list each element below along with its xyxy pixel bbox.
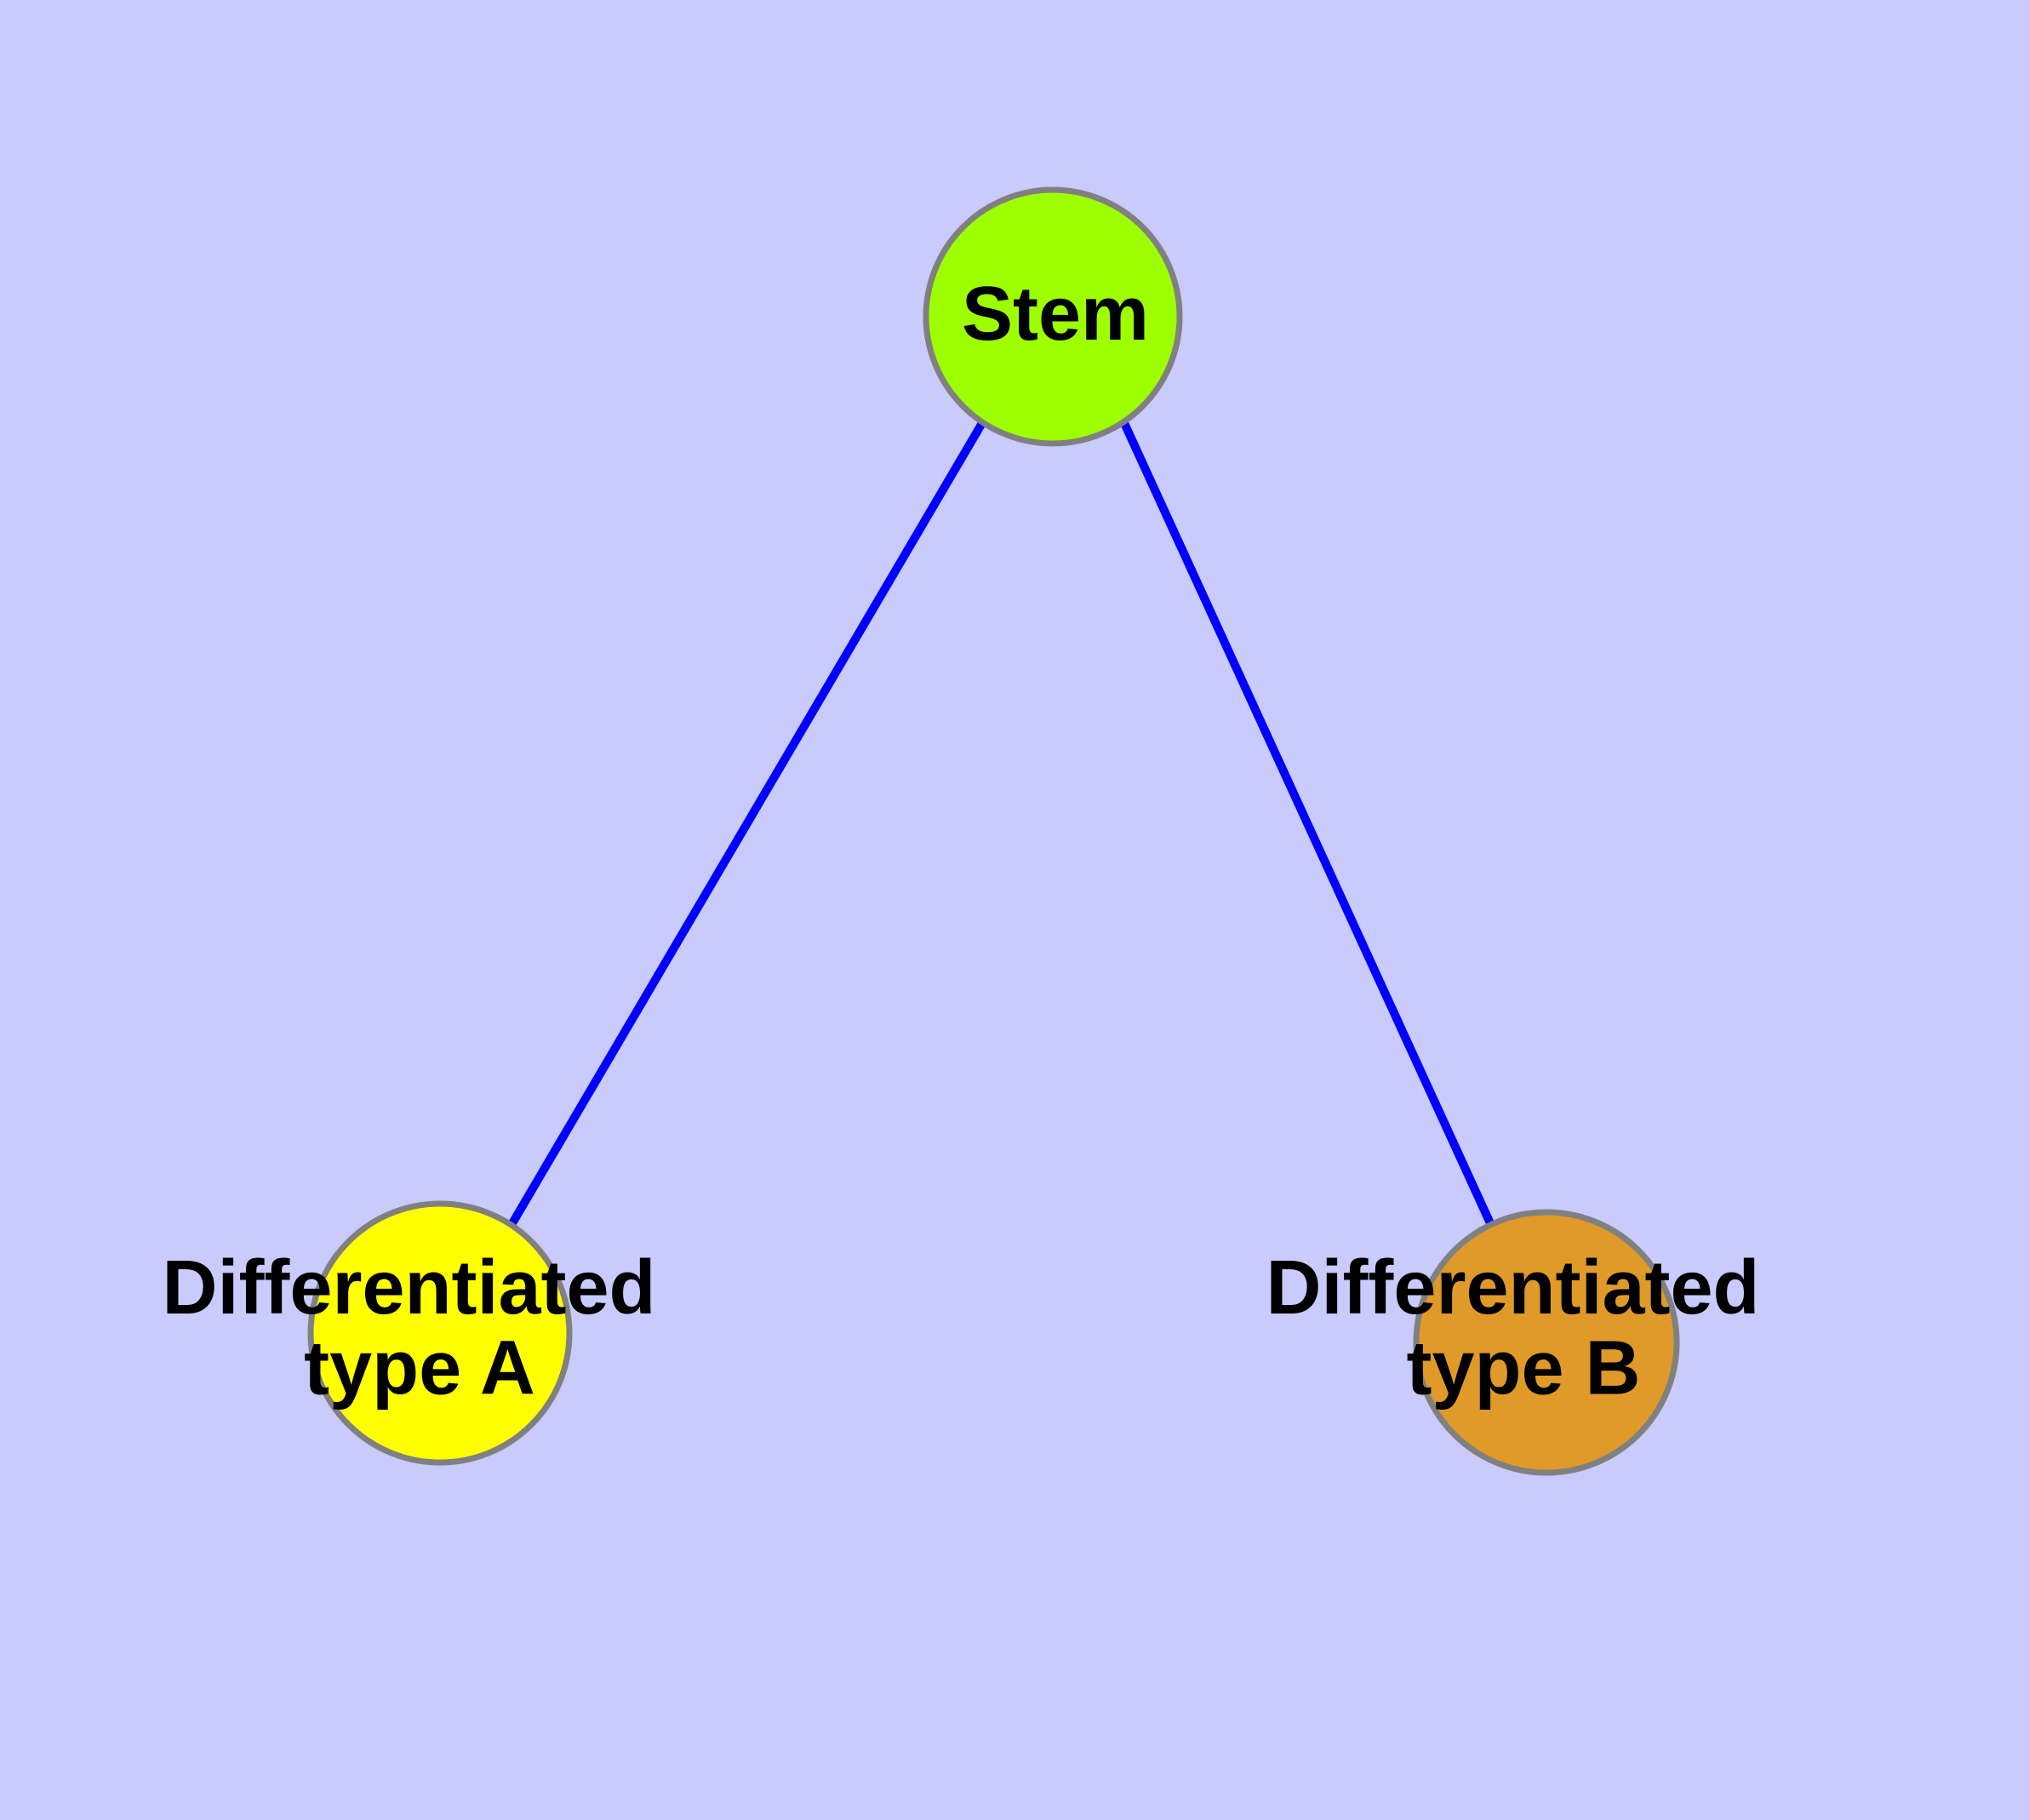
node-differentiated-type-b-circle[interactable] (1413, 1209, 1680, 1476)
node-differentiated-type-a-label-line-0: Differentiated (162, 1245, 655, 1331)
node-stem[interactable] (923, 186, 1183, 447)
node-layer (307, 186, 1680, 1476)
node-differentiated-type-b-label: Differentiated type B (1266, 1245, 1780, 1411)
node-stem-circle[interactable] (923, 186, 1183, 447)
node-label-layer: Stem Differentiated type A Differentiate… (162, 272, 1780, 1411)
node-differentiated-type-a-label-line-1: type A (304, 1325, 535, 1411)
node-differentiated-type-b-label-line-1: type B (1406, 1325, 1640, 1411)
node-differentiated-type-a-label: Differentiated type A (162, 1245, 677, 1411)
node-stem-label: Stem (962, 272, 1149, 357)
edge-layer (508, 421, 1495, 1226)
node-differentiated-type-b-label-line-0: Differentiated (1266, 1245, 1759, 1331)
node-stem-label-line-0: Stem (962, 272, 1149, 357)
node-differentiated-type-a[interactable] (307, 1200, 573, 1466)
node-differentiated-type-a-circle[interactable] (307, 1200, 573, 1466)
edge-stem-to-differentiated-type-b[interactable] (1120, 421, 1495, 1226)
node-differentiated-type-b[interactable] (1413, 1209, 1680, 1476)
edge-stem-to-differentiated-type-a[interactable] (508, 421, 986, 1226)
